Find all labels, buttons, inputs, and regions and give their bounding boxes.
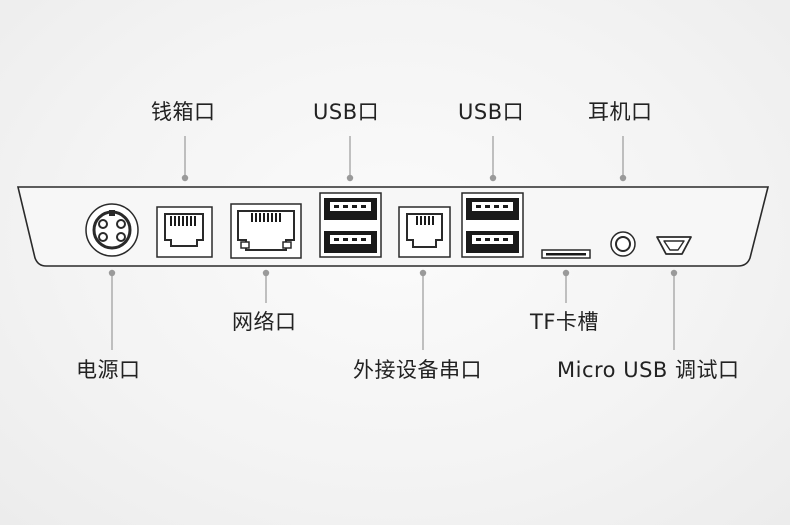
cash-drawer-port-icon: [156, 206, 213, 258]
power-port-icon: [85, 203, 139, 257]
usb-port-1-icon: [319, 192, 382, 258]
serial-label: 外接设备串口: [353, 358, 482, 382]
usb-label-2: USB口: [458, 100, 525, 124]
tf-slot-label: TF卡槽: [530, 310, 599, 334]
tf-slot-icon: [541, 249, 591, 259]
power-label: 电源口: [76, 358, 141, 382]
leader-dots: [108, 174, 678, 277]
network-port-icon: [230, 203, 302, 259]
leader-lines: [111, 136, 675, 350]
usb-port-2-icon: [461, 192, 524, 258]
cash-drawer-label: 钱箱口: [151, 100, 216, 124]
micro-usb-port-icon: [656, 236, 692, 255]
earphone-jack-icon: [610, 231, 636, 257]
earphone-label: 耳机口: [588, 100, 653, 124]
micro-usb-label: Micro USB 调试口: [557, 358, 740, 382]
serial-port-icon: [398, 206, 451, 258]
network-label: 网络口: [232, 310, 297, 334]
usb-label-1: USB口: [313, 100, 380, 124]
